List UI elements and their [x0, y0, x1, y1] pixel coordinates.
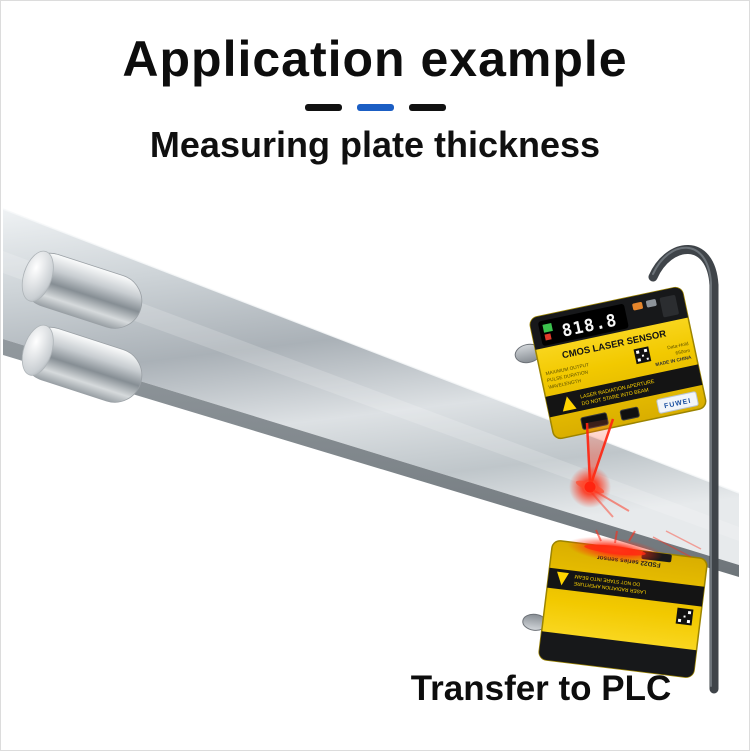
indicator-red — [544, 333, 552, 341]
button-orange — [632, 301, 643, 311]
qr-code — [675, 607, 694, 626]
lower-scatter-3 — [628, 530, 636, 542]
plate-top-highlight — [2, 208, 740, 494]
indicator-green — [542, 323, 553, 333]
cable-highlight — [652, 246, 712, 687]
laser-spot-core — [584, 481, 596, 493]
roller-top — [21, 250, 143, 329]
keypad-block — [659, 295, 679, 318]
illustration: 818.8 CMOS LASER SENSOR MAXIMUM OUTPUT P… — [2, 208, 740, 694]
roller-bottom — [21, 324, 143, 403]
warning-strip — [545, 364, 703, 418]
roller-bottom-cap — [21, 324, 54, 376]
plate-reflection-1 — [652, 536, 692, 558]
lower-scatter-1 — [595, 529, 602, 542]
warning-strip — [547, 567, 705, 607]
display-cap — [539, 631, 697, 678]
upper-sensor: 818.8 CMOS LASER SENSOR MAXIMUM OUTPUT P… — [514, 286, 707, 440]
caption: Transfer to PLC — [410, 669, 672, 708]
divider-dash-left — [304, 104, 342, 111]
spec-right-2: 650nm — [675, 348, 691, 357]
plate-top-surface — [3, 209, 739, 565]
qr-code — [633, 346, 652, 365]
roller-top-cap — [21, 250, 54, 302]
title-divider — [1, 104, 749, 111]
warning-triangle-icon — [562, 396, 577, 412]
button-gray — [645, 299, 657, 308]
display-screen — [538, 304, 629, 346]
laser-beam-upper — [569, 418, 630, 518]
spec-right-1: Data-Hold — [667, 341, 690, 351]
cable — [648, 245, 719, 694]
divider-dash-middle — [356, 104, 394, 111]
plate-sheen-band — [3, 251, 739, 541]
lower-glow-core — [584, 544, 646, 556]
brand-label-plate — [656, 391, 699, 414]
warning-triangle-icon — [557, 571, 569, 586]
reflection-line-1 — [592, 489, 630, 512]
page-title: Application example — [122, 31, 628, 87]
page-subtitle: Measuring plate thickness — [149, 124, 601, 165]
laser-glow-lower — [567, 529, 702, 564]
receiver-lens — [619, 406, 640, 421]
plate-front-edge — [3, 339, 739, 577]
divider-dash-right — [408, 104, 446, 111]
reflection-line-2 — [590, 491, 614, 518]
qr-pattern — [677, 610, 692, 624]
lower-scatter-2 — [614, 530, 618, 544]
qr-pattern — [635, 348, 649, 362]
plate-reflection-2 — [665, 530, 702, 550]
